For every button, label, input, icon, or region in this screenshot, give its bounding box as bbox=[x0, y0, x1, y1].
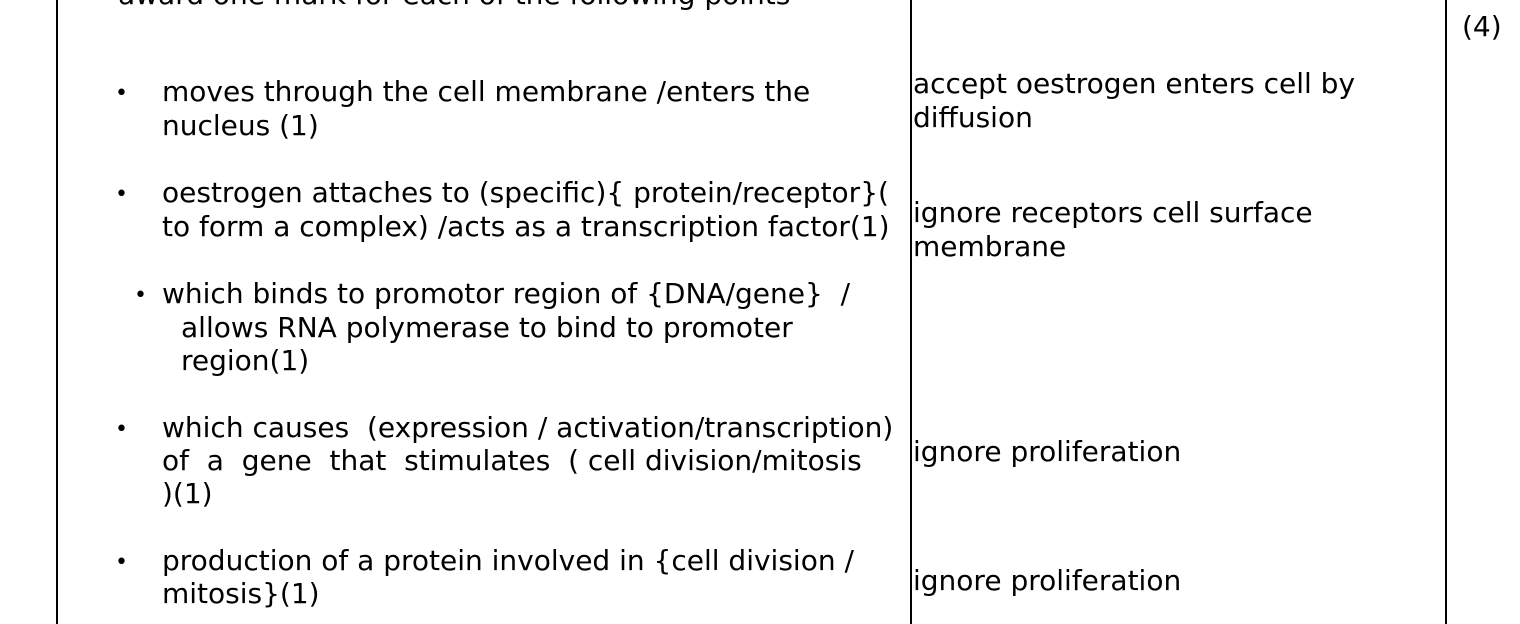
answer-point-3-line-2: allows RNA polymerase to bind to promote… bbox=[181, 311, 793, 344]
bullet-icon: • bbox=[115, 182, 128, 207]
answer-point-1-line-1: moves through the cell membrane /enters … bbox=[162, 75, 811, 108]
guidance-note-2-line-2: membrane bbox=[913, 230, 1067, 263]
question-intro-text: award one mark for each of the following… bbox=[118, 0, 790, 11]
answer-point-2-line-2: to form a complex) /acts as a transcript… bbox=[162, 210, 890, 243]
table-column-divider bbox=[910, 0, 912, 624]
answer-point-5-line-1: production of a protein involved in {cel… bbox=[162, 544, 854, 577]
table-left-border bbox=[56, 0, 58, 624]
guidance-note-1-line-1: accept oestrogen enters cell by bbox=[913, 67, 1356, 100]
answer-point-4-line-2: of a gene that stimulates ( cell divisio… bbox=[162, 444, 862, 477]
guidance-note-1-line-2: diffusion bbox=[913, 101, 1033, 134]
answer-point-4-line-3: )(1) bbox=[162, 477, 213, 510]
answer-point-5-line-2: mitosis}(1) bbox=[162, 577, 320, 610]
table-marks-divider bbox=[1445, 0, 1447, 624]
bullet-icon: • bbox=[134, 283, 147, 308]
bullet-icon: • bbox=[115, 550, 128, 575]
guidance-note-2-line-1: ignore receptors cell surface bbox=[913, 196, 1313, 229]
answer-point-1-line-2: nucleus (1) bbox=[162, 109, 319, 142]
answer-point-2-line-1: oestrogen attaches to (specific){ protei… bbox=[162, 176, 889, 209]
answer-point-4-line-1: which causes (expression / activation/tr… bbox=[162, 411, 894, 444]
guidance-note-4-line-1: ignore proliferation bbox=[913, 564, 1182, 597]
marks-total: (4) bbox=[1462, 10, 1502, 43]
answer-point-3-line-3: region(1) bbox=[181, 344, 310, 377]
guidance-note-3-line-1: ignore proliferation bbox=[913, 435, 1182, 468]
bullet-icon: • bbox=[115, 81, 128, 106]
bullet-icon: • bbox=[115, 417, 128, 442]
answer-point-3-line-1: which binds to promotor region of {DNA/g… bbox=[162, 277, 851, 310]
